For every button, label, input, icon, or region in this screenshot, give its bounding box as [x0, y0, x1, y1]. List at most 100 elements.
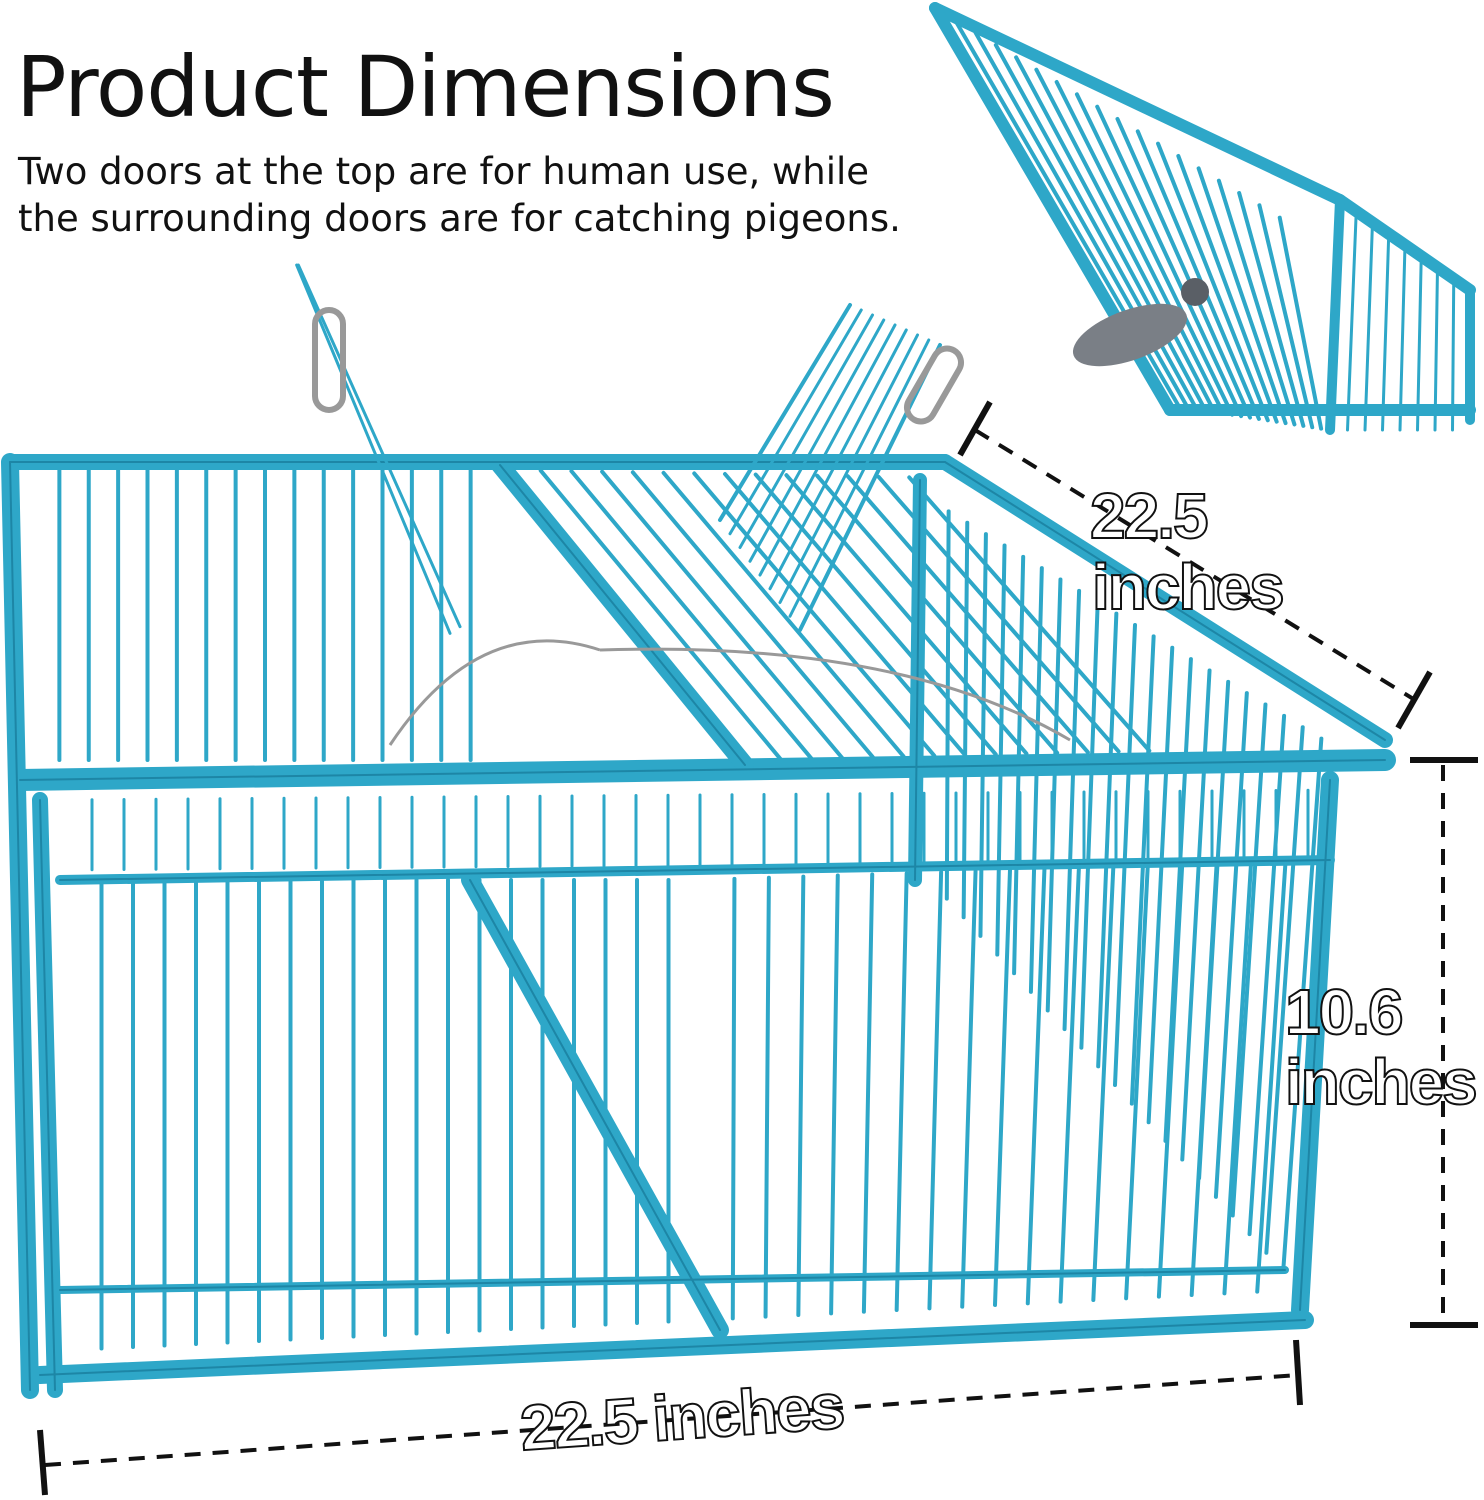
wire: [1363, 221, 1374, 432]
inset-frame: [929, 2, 1346, 206]
wire: [1124, 863, 1150, 1301]
product-description: Two doors at the top are for human use, …: [18, 150, 901, 240]
wire: [961, 520, 970, 920]
wire: [1216, 178, 1297, 427]
door-frame: [718, 303, 852, 522]
carabiner-icon: [312, 307, 346, 413]
wire: [894, 871, 909, 1312]
wire: [1156, 141, 1270, 423]
wire: [600, 469, 845, 760]
dimension-lines: [37, 400, 1478, 1496]
pigeon-head-icon: [1181, 278, 1209, 306]
wire: [1074, 92, 1235, 417]
frame-bar-edge: [1299, 779, 1331, 1311]
frame-bar-edge: [9, 461, 31, 1391]
frame-bar-edge: [19, 759, 1386, 781]
wire: [778, 333, 919, 604]
page-title: Product Dimensions: [16, 38, 835, 136]
wire: [1213, 691, 1249, 1199]
wire: [723, 472, 967, 757]
wire: [1433, 266, 1439, 432]
wire: [1176, 154, 1279, 424]
wire: [1054, 80, 1226, 416]
wire: [630, 470, 875, 760]
wire: [1062, 588, 1082, 1032]
inset-frame: [1334, 194, 1476, 296]
wire: [1156, 862, 1185, 1299]
wire: [1255, 859, 1288, 1294]
frame-bar-edge: [59, 859, 1331, 881]
door-inset-image: [929, 2, 1476, 435]
wire: [1045, 577, 1063, 1013]
wire: [993, 43, 1199, 412]
frame-bar-edge: [944, 461, 1386, 741]
wire: [569, 469, 814, 761]
wire: [1398, 243, 1407, 432]
wire: [763, 875, 771, 1319]
width-line: [44, 1373, 1299, 1467]
wire: [1129, 634, 1156, 1106]
pigeon-trap-cage: [1, 263, 1396, 1399]
depth-value-label: 22.5: [1089, 480, 1210, 552]
wire: [1196, 166, 1288, 426]
height-value-label: 10.6: [1284, 976, 1405, 1048]
carabiner-icon: [904, 345, 964, 425]
depth-unit-label: inches: [1091, 551, 1286, 623]
wire: [730, 876, 737, 1321]
wire: [1135, 129, 1261, 421]
wire: [815, 473, 1060, 755]
wire: [768, 328, 908, 591]
frame-bar-edge: [39, 1319, 1306, 1376]
wire: [1237, 191, 1306, 428]
wire: [753, 472, 998, 757]
wire: [692, 471, 937, 758]
pigeon-icon: [1072, 303, 1188, 367]
width-tick-start: [37, 1429, 48, 1496]
wire-cable: [388, 639, 1071, 746]
wire: [927, 870, 944, 1311]
frame-bar-edge: [469, 879, 721, 1331]
wire: [1034, 67, 1217, 414]
wire: [748, 318, 886, 563]
wire: [1028, 566, 1044, 994]
wire: [1277, 215, 1324, 431]
wire: [1096, 611, 1119, 1069]
wire: [995, 543, 1007, 957]
wire: [1025, 866, 1047, 1306]
frame-bar-edge: [59, 1269, 1286, 1291]
wire: [1115, 117, 1252, 420]
wire: [861, 872, 875, 1314]
frame-bar-edge: [499, 464, 746, 766]
wire: [1058, 865, 1081, 1304]
frame-bar-edge: [39, 799, 56, 1391]
wire: [1014, 55, 1208, 413]
width-tick-end: [1293, 1339, 1303, 1406]
wire: [960, 869, 978, 1309]
wire: [738, 313, 874, 549]
wire: [1247, 713, 1287, 1237]
wire: [296, 263, 462, 629]
wire: [993, 868, 1012, 1307]
wire: [944, 509, 951, 901]
wire: [295, 263, 452, 635]
wire: [1222, 860, 1254, 1296]
wire: [1189, 861, 1219, 1297]
wire: [1095, 104, 1244, 419]
depth-tick-start: [957, 400, 993, 457]
wire: [796, 874, 806, 1317]
wire: [1346, 209, 1358, 432]
wire: [1091, 864, 1116, 1302]
wire: [1257, 203, 1315, 430]
wire: [1079, 600, 1100, 1050]
wire: [829, 873, 840, 1316]
wire: [788, 338, 931, 618]
wire: [1416, 254, 1423, 432]
wire: [1264, 725, 1305, 1255]
wire: [1113, 623, 1137, 1087]
wire: [758, 323, 897, 577]
inset-frame: [1325, 195, 1345, 435]
height-unit-label: inches: [1284, 1046, 1479, 1118]
wire: [661, 470, 906, 759]
wire: [1381, 232, 1391, 432]
